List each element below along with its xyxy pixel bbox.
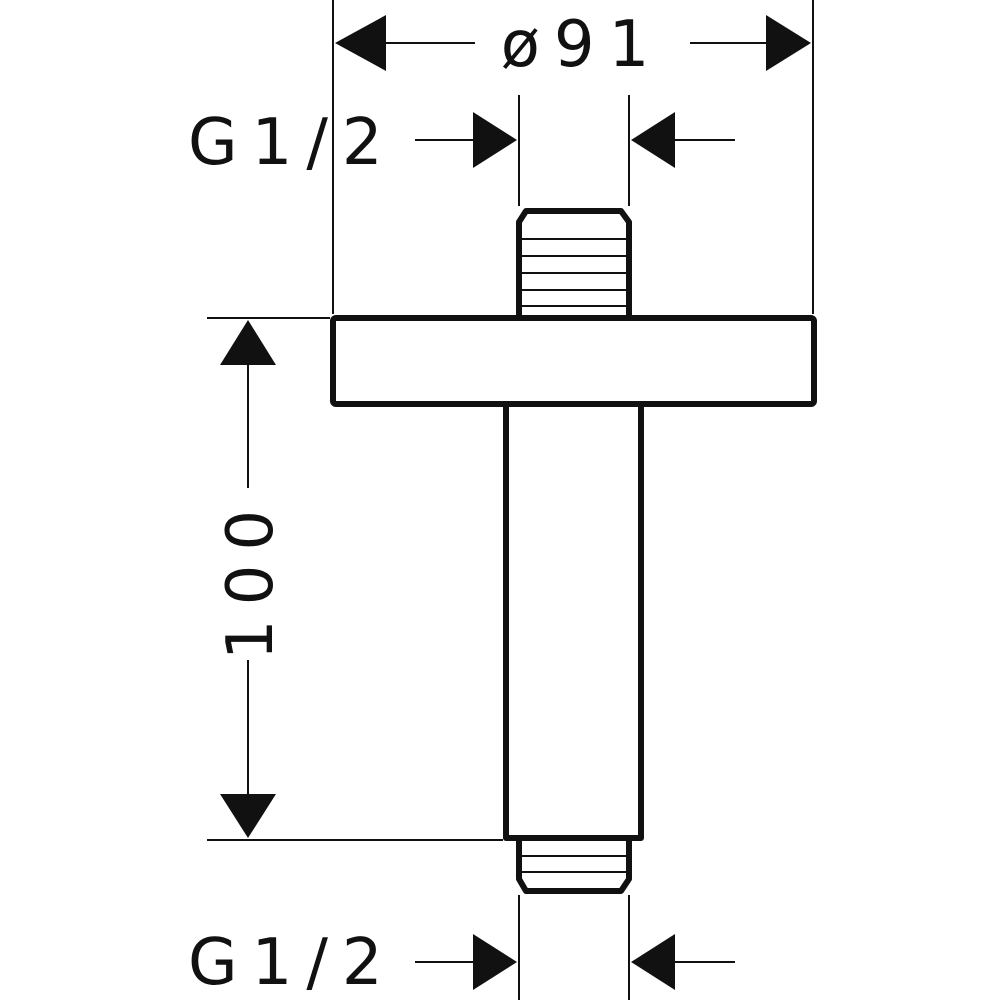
flange-diameter-label: ø91: [501, 8, 664, 82]
top-thread-label: G1/2: [188, 106, 397, 180]
height-arrowhead-bottom: [220, 794, 276, 838]
height-label: 100: [214, 496, 288, 660]
ceiling-flange: [330, 315, 817, 407]
bottom-thread-dimension: G1/2: [188, 895, 735, 1000]
bottom-thread-arrowhead-left: [473, 934, 517, 990]
bottom-thread-nipple: [516, 835, 632, 894]
bottom-thread-arrowhead-right: [631, 934, 675, 990]
arrowhead-right: [766, 15, 811, 71]
top-thread-nipple: [516, 208, 632, 321]
part-outline: [330, 208, 817, 894]
top-thread-lines: [521, 238, 627, 307]
arrowhead-left: [335, 15, 386, 71]
top-thread-dimension: G1/2: [188, 95, 735, 206]
top-thread-arrowhead-left: [473, 112, 517, 168]
flange-diameter-dimension: ø91: [332, 0, 814, 314]
height-arrowhead-top: [220, 320, 276, 365]
pipe-body: [503, 401, 644, 841]
bottom-thread-lines: [521, 855, 627, 873]
height-dimension: 100: [207, 317, 503, 841]
bottom-thread-label: G1/2: [188, 926, 397, 1000]
top-thread-arrowhead-right: [631, 112, 675, 168]
